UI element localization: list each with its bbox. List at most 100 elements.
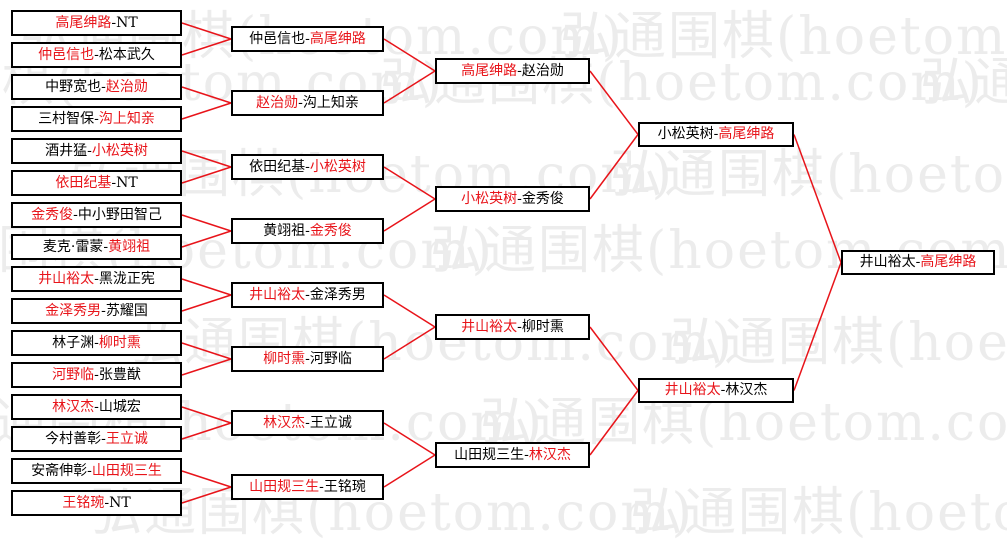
versus-separator: -	[915, 254, 921, 270]
bracket-connector	[589, 390, 639, 456]
versus-separator: -	[305, 223, 310, 239]
bracket-connector	[793, 262, 842, 391]
player-name: 仲邑信也	[249, 31, 306, 47]
player-name: 黄翊祖	[263, 223, 306, 239]
player-name: 依田纪基	[55, 175, 112, 191]
player-name: 林汉杰	[52, 399, 95, 415]
player-name: 山田规三生	[91, 463, 162, 479]
versus-separator: -	[517, 191, 522, 207]
player-name: 小松英树	[309, 159, 366, 175]
player-name: 井山裕太	[461, 319, 518, 335]
player-name: 今村善彰	[45, 431, 102, 447]
r1-match-box: 高尾绅路-NT	[11, 10, 182, 36]
versus-separator: -	[305, 159, 310, 175]
player-name: 中野宽也	[45, 79, 102, 95]
bracket-connector	[181, 342, 232, 360]
bracket-connector	[181, 38, 232, 56]
r2-match-box: 仲邑信也-高尾绅路	[231, 26, 384, 52]
versus-separator: -	[517, 319, 522, 335]
r4-match-box: 井山裕太-林汉杰	[638, 378, 794, 403]
bracket-connector	[181, 358, 232, 376]
player-name: 河野临	[309, 351, 352, 367]
bracket-connector	[181, 406, 232, 424]
player-name: 柳时熏	[263, 351, 306, 367]
player-name: 山田规三生	[249, 479, 320, 495]
bracket-connector	[181, 150, 232, 168]
bracket-connector	[181, 422, 232, 440]
r1-match-box: 王铭琬-NT	[11, 490, 182, 516]
versus-separator: -	[94, 367, 99, 383]
r4-match-box: 小松英树-高尾绅路	[638, 122, 794, 147]
versus-separator: -	[104, 495, 110, 511]
player-name: 井山裕太	[249, 287, 306, 303]
r2-match-box: 黄翊祖-金秀俊	[231, 218, 384, 244]
versus-separator: -	[94, 111, 99, 127]
player-name: 苏耀国	[105, 303, 148, 319]
versus-separator: -	[111, 15, 117, 31]
versus-separator: -	[305, 351, 310, 367]
player-name: 王铭琬	[62, 495, 105, 511]
player-name: 中小野田智己	[77, 207, 162, 223]
player-name: 金泽秀男	[45, 303, 102, 319]
versus-separator: -	[73, 207, 78, 223]
player-name: 沟上知亲	[98, 111, 155, 127]
player-name: 柳时熏	[98, 335, 141, 351]
player-name: 山田规三生	[454, 447, 525, 463]
player-name: 沟上知亲	[302, 95, 359, 111]
player-name: 高尾绅路	[461, 63, 518, 79]
player-name: 林汉杰	[528, 447, 571, 463]
versus-separator: -	[101, 431, 106, 447]
r2-match-box: 林汉杰-王立诚	[231, 410, 384, 436]
bracket-connector	[589, 70, 639, 135]
player-name: 黑泷正宪	[98, 271, 155, 287]
player-name: 小松英树	[461, 191, 518, 207]
bracket-connector	[793, 134, 842, 263]
versus-separator: -	[713, 126, 719, 142]
player-name: 赵治勋	[521, 63, 564, 79]
player-name: NT	[109, 495, 131, 511]
versus-separator: -	[94, 399, 99, 415]
bracket-connector	[383, 166, 436, 200]
versus-separator: -	[720, 382, 726, 398]
player-name: 金秀俊	[31, 207, 74, 223]
player-name: 井山裕太	[38, 271, 95, 287]
r2-match-box: 依田纪基-小松英树	[231, 154, 384, 180]
bracket-connector	[181, 278, 232, 296]
player-name: 安斋伸彰	[31, 463, 88, 479]
r1-match-box: 井山裕太-黑泷正宪	[11, 266, 182, 292]
final-match-box: 井山裕太-高尾绅路	[841, 250, 995, 275]
r3-match-box: 高尾绅路-赵治勋	[435, 58, 590, 84]
bracket-connector	[181, 22, 232, 40]
player-name: 林子渊	[52, 335, 95, 351]
bracket-connector	[181, 86, 232, 104]
r2-match-box: 山田规三生-王铭琬	[231, 474, 384, 500]
player-name: 金泽秀男	[309, 287, 366, 303]
r1-match-box: 河野临-张豊猷	[11, 362, 182, 388]
r1-match-box: 林汉杰-山城宏	[11, 394, 182, 420]
player-name: 高尾绅路	[718, 126, 775, 142]
r1-match-box: 安斋伸彰-山田规三生	[11, 458, 182, 484]
bracket-connector	[589, 326, 639, 391]
versus-separator: -	[103, 239, 109, 255]
player-name: 金秀俊	[521, 191, 564, 207]
r1-match-box: 金泽秀男-苏耀国	[11, 298, 182, 324]
player-name: 王立诚	[309, 415, 352, 431]
versus-separator: -	[87, 143, 92, 159]
player-name: NT	[116, 15, 138, 31]
bracket-connector	[589, 134, 639, 200]
versus-separator: -	[319, 479, 324, 495]
bracket-connector	[383, 294, 436, 328]
player-name: 河野临	[52, 367, 95, 383]
versus-separator: -	[305, 415, 310, 431]
player-name: 井山裕太	[859, 254, 916, 270]
player-name: 小松英树	[91, 143, 148, 159]
bracket-connector	[383, 326, 436, 360]
player-name: 赵治勋	[256, 95, 299, 111]
player-name: 麦克·雷蒙	[42, 239, 104, 255]
player-name: 赵治勋	[105, 79, 148, 95]
bracket-connector	[383, 422, 436, 456]
bracket-connector	[383, 70, 436, 104]
player-name: 山城宏	[98, 399, 141, 415]
versus-separator: -	[111, 175, 117, 191]
player-name: 高尾绅路	[309, 31, 366, 47]
